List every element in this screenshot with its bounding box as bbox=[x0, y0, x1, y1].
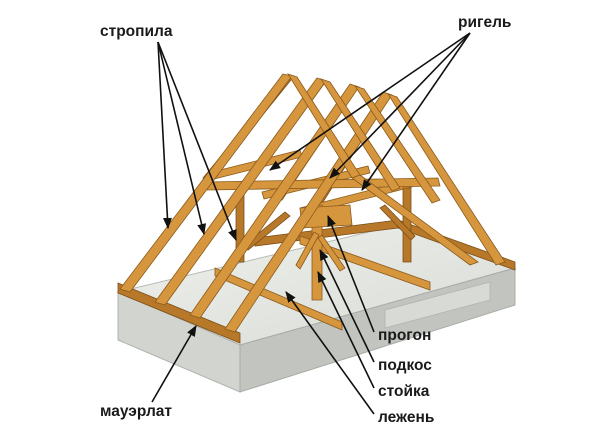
arrow-rafters-3 bbox=[157, 41, 237, 242]
arrow-rafters-2 bbox=[157, 41, 207, 236]
arrow-purlin bbox=[327, 214, 375, 333]
arrow-rafters-1 bbox=[157, 41, 172, 230]
label-wall-plate: мауэрлат bbox=[100, 403, 172, 420]
brace-right bbox=[379, 204, 416, 241]
rafter-right-4 bbox=[387, 93, 506, 266]
slab-opening bbox=[384, 281, 491, 329]
arrow-collar-tie-3 bbox=[361, 32, 471, 191]
arrow-collar-tie-2 bbox=[329, 32, 471, 179]
post-right bbox=[402, 187, 412, 263]
leader-arrows bbox=[151, 32, 471, 415]
brace-center-left bbox=[295, 231, 320, 270]
sill-beam-front bbox=[214, 267, 343, 331]
arrow-sill-beam bbox=[285, 291, 375, 415]
label-brace: подкос bbox=[378, 357, 432, 374]
label-collar-tie: ригель bbox=[458, 14, 511, 31]
brace-center-right bbox=[317, 234, 346, 272]
arrow-collar-tie-1 bbox=[269, 32, 471, 171]
arrow-post bbox=[317, 270, 375, 389]
label-purlin: прогон bbox=[378, 327, 431, 344]
arrow-brace bbox=[319, 248, 375, 363]
arrow-wall-plate bbox=[151, 325, 197, 403]
labels: стропила ригель прогон подкос стойка леж… bbox=[100, 14, 511, 426]
rafter-right-3 bbox=[354, 85, 441, 204]
label-post: стойка bbox=[378, 383, 430, 400]
label-rafters: стропила bbox=[100, 23, 173, 40]
rafter-right-5 bbox=[351, 174, 479, 266]
roof-frame bbox=[117, 73, 516, 344]
label-sill-beam: лежень bbox=[378, 409, 434, 426]
